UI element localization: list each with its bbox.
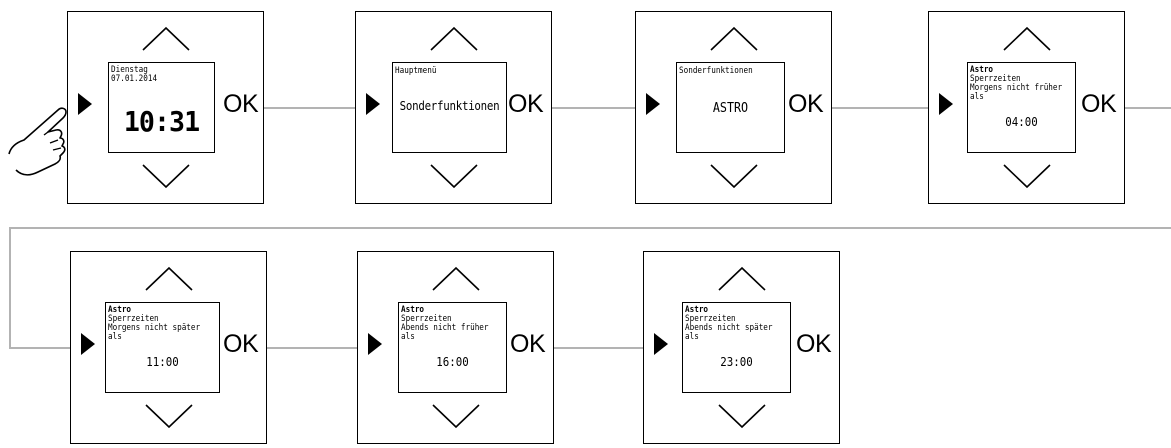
chevron-up-icon[interactable] — [709, 26, 759, 52]
play-arrow-icon — [654, 333, 668, 355]
chevron-up-icon[interactable] — [1002, 26, 1052, 52]
chevron-down-icon[interactable] — [429, 163, 479, 189]
play-arrow-icon — [81, 333, 95, 355]
play-arrow-icon — [646, 93, 660, 115]
hand-pointer-icon — [8, 107, 67, 176]
play-arrow-icon — [366, 93, 380, 115]
ok-button[interactable]: OK — [788, 90, 824, 118]
connector-line — [830, 107, 928, 109]
display-line-1: Astro — [108, 305, 132, 315]
display-screen: Hauptmenü Sonderfunktionen — [392, 62, 507, 153]
device-panel-main-menu: Hauptmenü Sonderfunktionen OK — [355, 11, 552, 204]
display-line-4: als — [970, 92, 984, 102]
connector-line — [552, 347, 644, 349]
display-header: Hauptmenü — [395, 66, 437, 76]
display-line-2: Sperrzeiten — [970, 74, 1021, 84]
display-line-1: Astro — [685, 305, 709, 315]
display-time: 11:00 — [146, 355, 179, 369]
chevron-down-icon[interactable] — [141, 163, 191, 189]
chevron-down-icon[interactable] — [709, 163, 759, 189]
play-arrow-icon — [939, 93, 953, 115]
display-line-2: Sperrzeiten — [685, 314, 736, 324]
chevron-down-icon[interactable] — [431, 403, 481, 429]
display-clock: 10:31 — [123, 105, 200, 138]
display-line-4: als — [685, 332, 699, 342]
chevron-up-icon[interactable] — [429, 26, 479, 52]
chevron-down-icon[interactable] — [717, 403, 767, 429]
display-line-3: Morgens nicht später — [108, 323, 201, 333]
connector-line — [548, 107, 636, 109]
display-time: 23:00 — [720, 355, 753, 369]
ok-button[interactable]: OK — [1081, 90, 1117, 118]
connector-line — [9, 227, 11, 348]
display-day: Dienstag — [111, 65, 148, 75]
display-line-1: Astro — [401, 305, 425, 315]
display-screen: Astro Sperrzeiten Abends nicht später al… — [682, 302, 791, 393]
connector-line — [265, 347, 358, 349]
chevron-up-icon[interactable] — [141, 26, 191, 52]
display-time: 16:00 — [436, 355, 469, 369]
device-panel-special-functions: Sonderfunktionen ASTRO OK — [635, 11, 832, 204]
display-label: ASTRO — [712, 101, 749, 116]
display-line-1: Astro — [970, 65, 994, 75]
display-screen: Astro Sperrzeiten Morgens nicht später a… — [105, 302, 220, 393]
display-line-4: als — [108, 332, 122, 342]
display-line-3: Abends nicht früher — [401, 323, 489, 333]
display-date: 07.01.2014 — [111, 74, 158, 84]
chevron-up-icon[interactable] — [431, 266, 481, 292]
device-panel-astro-evening-earliest: Astro Sperrzeiten Abends nicht früher al… — [357, 251, 554, 444]
ok-button[interactable]: OK — [223, 330, 259, 358]
device-panel-astro-morning-latest: Astro Sperrzeiten Morgens nicht später a… — [70, 251, 267, 444]
display-screen: Astro Sperrzeiten Morgens nicht früher a… — [967, 62, 1076, 153]
chevron-down-icon[interactable] — [144, 403, 194, 429]
connector-line — [1124, 107, 1171, 109]
ok-button[interactable]: OK — [510, 330, 546, 358]
connector-line — [9, 347, 71, 349]
play-arrow-icon — [78, 93, 92, 115]
ok-button[interactable]: OK — [223, 90, 259, 118]
ok-button[interactable]: OK — [508, 90, 544, 118]
play-arrow-icon — [368, 333, 382, 355]
ok-button[interactable]: OK — [796, 330, 832, 358]
device-panel-astro-evening-latest: Astro Sperrzeiten Abends nicht später al… — [643, 251, 840, 444]
device-panel-astro-morning-earliest: Astro Sperrzeiten Morgens nicht früher a… — [928, 11, 1125, 204]
display-header: Sonderfunktionen — [679, 66, 753, 76]
connector-line — [260, 107, 356, 109]
display-line-4: als — [401, 332, 415, 342]
display-label: Sonderfunktionen — [399, 99, 500, 113]
display-screen: Astro Sperrzeiten Abends nicht früher al… — [398, 302, 507, 393]
chevron-down-icon[interactable] — [1002, 163, 1052, 189]
display-line-3: Morgens nicht früher — [970, 83, 1063, 93]
display-line-3: Abends nicht später — [685, 323, 773, 333]
display-screen: Dienstag 07.01.2014 10:31 — [108, 62, 215, 153]
display-screen: Sonderfunktionen ASTRO — [676, 62, 785, 153]
connector-line — [10, 227, 1171, 229]
chevron-up-icon[interactable] — [717, 266, 767, 292]
display-time: 04:00 — [1005, 115, 1038, 129]
chevron-up-icon[interactable] — [144, 266, 194, 292]
device-panel-time: Dienstag 07.01.2014 10:31 OK — [67, 11, 264, 204]
display-line-2: Sperrzeiten — [108, 314, 159, 324]
display-line-2: Sperrzeiten — [401, 314, 452, 324]
